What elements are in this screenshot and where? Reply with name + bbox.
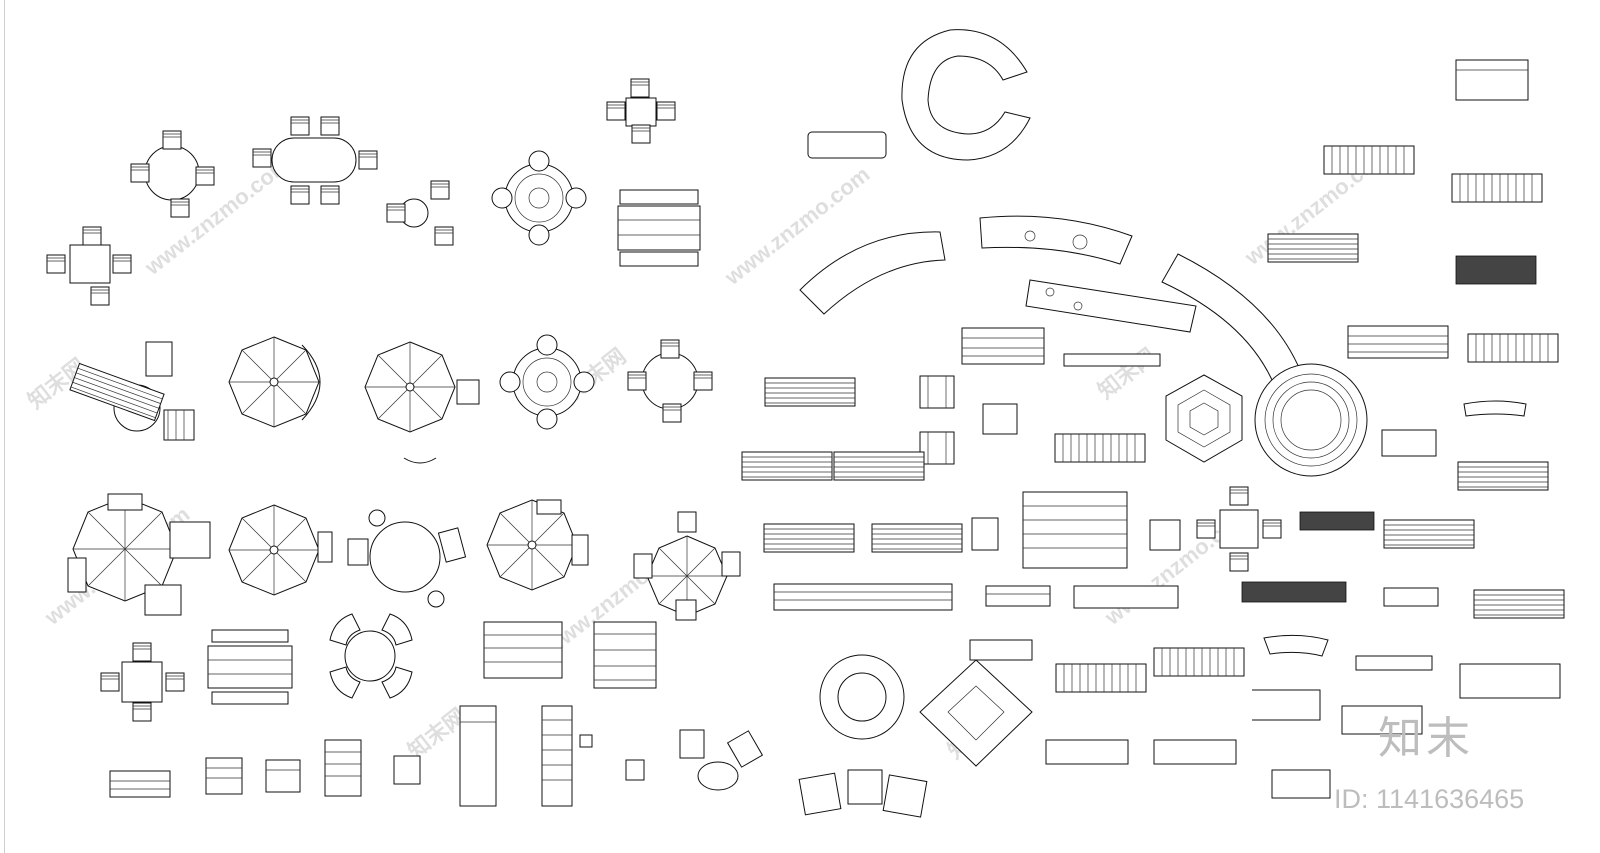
small-square-table-set: [606, 78, 676, 144]
c-shaped-bench: [901, 29, 1031, 161]
bench-plan-icon: [807, 131, 887, 159]
hexagonal-bench: [1165, 374, 1243, 463]
picnic-table-4: [593, 621, 657, 689]
angled-bench: [1025, 279, 1197, 333]
bench-plan-icon: [961, 327, 1045, 365]
chair-table-pair: [679, 729, 764, 791]
round-ring-bench: [819, 654, 905, 740]
round-table-with-people: [347, 509, 467, 608]
brand-logo: 知末: [1378, 713, 1474, 764]
round-table-set-1: [130, 130, 215, 218]
ornate-round-table-1: [491, 150, 587, 246]
curved-bench-1: [799, 231, 946, 315]
square-table-set-2: [100, 642, 185, 722]
curved-bench-2: [979, 215, 1133, 265]
umbrella-plan-icon: [364, 341, 456, 433]
cross-table-set: [1196, 486, 1282, 572]
umbrella-chairs-set: [633, 511, 741, 621]
drawing-id: ID: 1141636465: [1334, 784, 1525, 814]
circular-bench: [1254, 363, 1368, 477]
oval-table-set: [252, 116, 378, 205]
ornate-round-table-2: [499, 334, 595, 430]
large-umbrella-set: [67, 493, 211, 616]
umbrella-plan-icon: [486, 499, 578, 591]
diamond-planter-bench: [919, 659, 1033, 767]
lounge-chairs-pair: [386, 180, 454, 246]
round-table-set-2: [627, 339, 713, 423]
sheet-edge-line: [4, 0, 5, 853]
picnic-table-3: [483, 621, 563, 679]
round-table-curved-benches: [329, 613, 413, 699]
round-table-lounge-set: [69, 341, 195, 441]
picnic-table-1: [617, 189, 701, 267]
umbrella-plan-icon: [228, 336, 320, 428]
square-table-set-1: [46, 226, 132, 306]
picnic-table-2: [207, 629, 293, 705]
scattered-chairs: [798, 769, 928, 818]
bench-plan-icon: [109, 770, 171, 798]
umbrella-plan-icon: [228, 504, 320, 596]
